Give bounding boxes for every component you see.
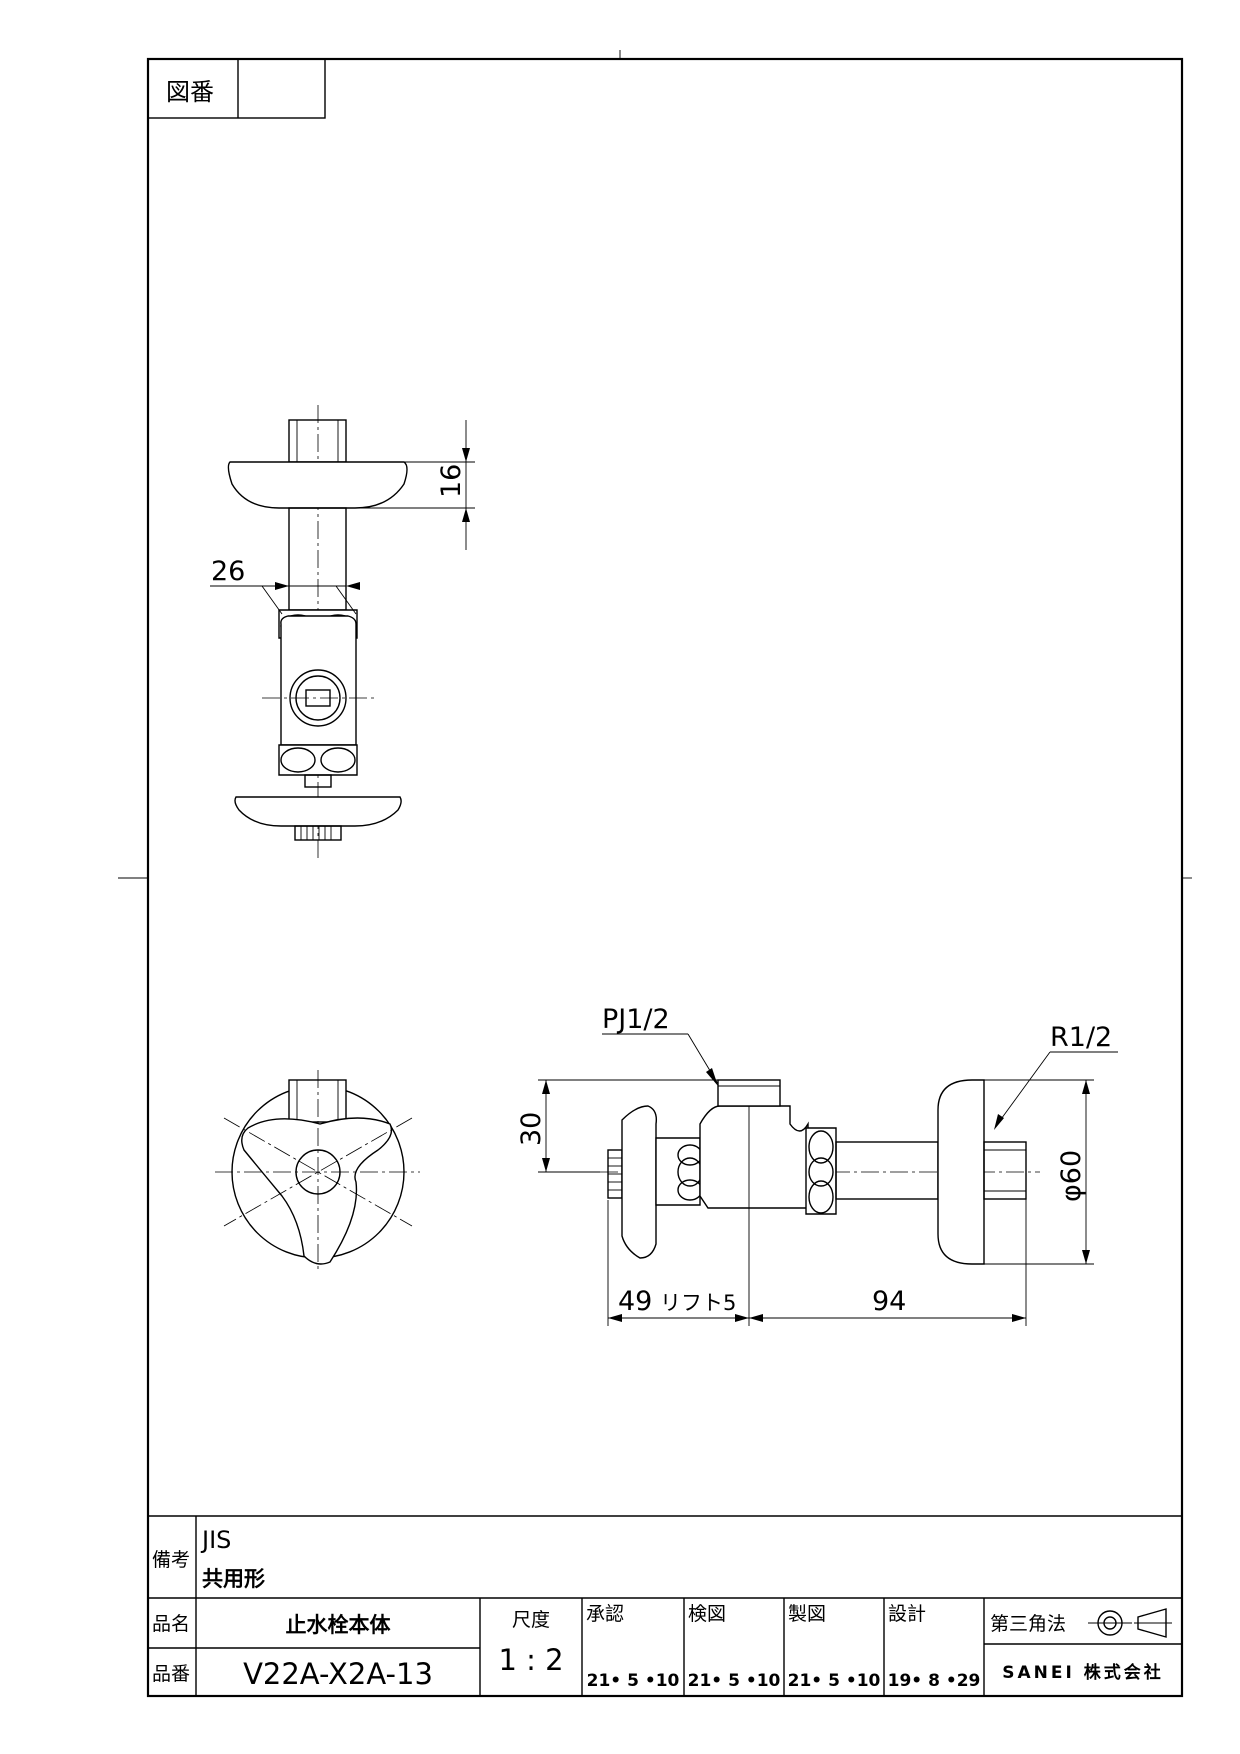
scale-label: 尺度 — [512, 1609, 550, 1631]
title-block: 備考 JIS 共用形 品名 止水栓本体 品番 V22A-X2A-13 尺度 1 … — [148, 1515, 1182, 1696]
check-date: 21• 5 •10 — [688, 1671, 781, 1691]
check-label: 検図 — [688, 1603, 726, 1625]
side-view: 16 26 — [210, 405, 475, 860]
drawing-number-box: 図番 — [147, 58, 326, 119]
dim-49: 49 — [618, 1286, 652, 1317]
draft-date: 21• 5 •10 — [788, 1671, 881, 1691]
name-label: 品名 — [152, 1613, 190, 1635]
drawing-frame — [146, 57, 1184, 1698]
remarks-line1: JIS — [200, 1526, 231, 1554]
dim-r12: R1/2 — [1050, 1022, 1112, 1053]
design-date: 19• 8 •29 — [888, 1671, 981, 1691]
name-value: 止水栓本体 — [286, 1613, 392, 1637]
dim-94: 94 — [872, 1286, 906, 1317]
part-value: V22A-X2A-13 — [243, 1657, 433, 1691]
approval-label: 承認 — [586, 1603, 624, 1625]
part-label: 品番 — [152, 1663, 190, 1685]
dim-pj12: PJ1/2 — [602, 1004, 670, 1035]
draft-label: 製図 — [788, 1603, 826, 1625]
company-name: SANEI 株式会社 — [1002, 1662, 1163, 1683]
drawing-number-label: 図番 — [166, 78, 214, 106]
projection-label: 第三角法 — [990, 1613, 1066, 1635]
dim-30: 30 — [516, 1112, 547, 1146]
third-angle-projection-icon — [1088, 1608, 1172, 1638]
dim-phi60: φ60 — [1056, 1150, 1087, 1202]
remarks-label: 備考 — [152, 1549, 190, 1571]
scale-value: 1 : 2 — [498, 1643, 563, 1677]
remarks-line2: 共用形 — [202, 1567, 265, 1591]
approval-date: 21• 5 •10 — [587, 1671, 680, 1691]
front-view: PJ1/2 R1/2 30 φ60 49 リフト5 94 — [516, 1004, 1118, 1326]
end-view — [215, 1070, 420, 1270]
design-label: 設計 — [888, 1603, 926, 1625]
dim-16: 16 — [436, 464, 467, 498]
dim-lift5: リフト5 — [660, 1291, 736, 1315]
dim-26: 26 — [211, 556, 245, 587]
